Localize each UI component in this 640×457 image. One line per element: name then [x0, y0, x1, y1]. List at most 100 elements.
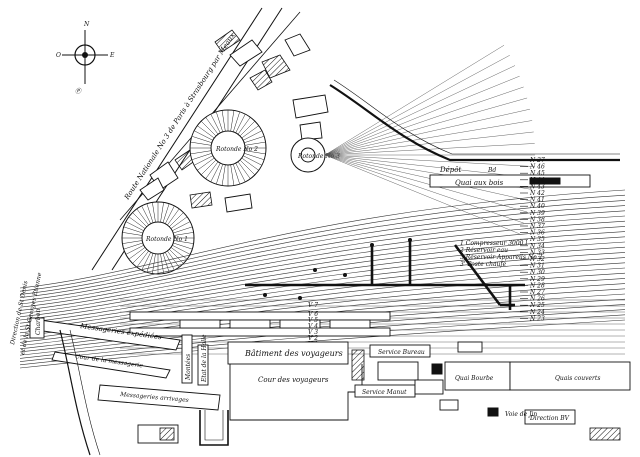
track-number-label: N 44	[529, 177, 545, 184]
rotonde-spoke	[167, 208, 180, 226]
rotonde-spoke	[191, 136, 212, 143]
track-number-label: N 27	[529, 157, 545, 164]
rotonde-spoke	[170, 216, 188, 229]
rotonde-spoke	[200, 159, 217, 176]
track-line	[19, 252, 626, 327]
fan-track	[324, 154, 528, 213]
track-line	[19, 210, 626, 302]
track-number-label: N 32	[529, 256, 545, 263]
rotonde-spoke	[243, 155, 262, 166]
rotonde-spoke	[194, 130, 213, 141]
fan-track	[324, 75, 520, 156]
compass-north: N	[83, 21, 90, 28]
track-number-label: N 29	[529, 276, 545, 283]
rotonde-spoke	[132, 249, 147, 264]
rotonde-spoke	[241, 157, 259, 171]
rotonde-spoke	[122, 232, 143, 236]
rotonde-spoke	[216, 164, 223, 185]
fan-track	[324, 154, 524, 224]
compass-rose: N O E Ⓟ	[56, 21, 115, 95]
equipment-legend: 1 Compresseur 3000 l 2 Réservoir eau 3 R…	[459, 240, 543, 268]
rotonde-spoke	[128, 216, 146, 229]
etat-halle-label: Etat de la Halle	[201, 334, 208, 383]
rotonde-spoke	[237, 161, 251, 179]
platform-v4: V 4	[308, 323, 318, 330]
track-number-label: N 37	[529, 223, 545, 230]
rotonde-spoke	[162, 203, 170, 223]
rotonde-spoke	[165, 252, 175, 271]
service-manut-label: Service Manut	[362, 389, 407, 396]
rotonde-spoke	[221, 110, 226, 132]
rotonde-2-label: Rotonde No 2	[215, 146, 258, 153]
compass-east: E	[109, 52, 115, 59]
track-number-label: N 33	[529, 249, 545, 256]
direction-bv-label: Direction BV	[529, 415, 570, 422]
rotonde-spoke	[136, 208, 149, 226]
rotonde-spoke	[125, 221, 144, 231]
track-number-label: N 38	[529, 216, 545, 223]
rotonde-spoke	[244, 153, 265, 160]
track-line	[19, 220, 626, 308]
track-number-label: N 31	[529, 263, 545, 270]
rotonde-spoke	[146, 253, 154, 273]
rotonde-spoke	[244, 136, 265, 143]
service-bureau-label: Service Bureau	[378, 349, 425, 356]
roadside-buildings	[139, 29, 329, 213]
rotonde-spoke	[239, 159, 256, 176]
track-number-column: N 27N 46N 45N 44N 43N 42N 41N 40N 39N 38…	[520, 157, 545, 322]
rotonde-spoke	[230, 164, 235, 186]
rotonde-spoke	[243, 130, 262, 141]
rotonde-spoke	[230, 110, 235, 132]
fan-track	[324, 97, 528, 156]
charbon-label: Charbon	[35, 309, 42, 335]
rotonde-spoke	[233, 164, 240, 185]
platform-v5: V 5	[308, 317, 318, 324]
track-line	[19, 231, 626, 314]
rotonde-spoke	[170, 247, 188, 260]
rotonde-spoke	[160, 253, 164, 274]
track-line	[19, 205, 626, 298]
track-number-label: N 34	[529, 243, 545, 250]
quais-couverts-label: Quais couverts	[555, 375, 600, 382]
voie-dejin-label: Voie de Jin	[505, 411, 537, 418]
rotonde-spoke	[235, 114, 246, 133]
depot-quai: Dépôt Quai aux bois Bd	[429, 166, 591, 188]
track-line	[19, 189, 626, 289]
rotonde-spoke	[152, 253, 156, 274]
rotonde-1: Rotonde No 1	[121, 201, 195, 275]
rotonde-spoke	[216, 111, 223, 132]
track-line	[19, 246, 626, 324]
rotonde-spoke	[173, 242, 193, 250]
rotonde-spoke	[197, 157, 215, 171]
rotonde-spoke	[233, 111, 240, 132]
rotonde-spoke	[123, 242, 143, 250]
track-number-label: N 41	[529, 197, 545, 204]
rotonde-spoke	[190, 141, 212, 146]
depot-boundary-wall	[329, 79, 620, 162]
fan-track	[324, 154, 530, 202]
fan-track	[324, 108, 530, 156]
rotonde-spoke	[221, 164, 226, 186]
fan-track	[324, 65, 516, 156]
rotonde-spoke	[122, 240, 143, 244]
rotonde-1-label: Rotonde No 1	[145, 236, 188, 243]
bd-label: Bd	[487, 167, 496, 174]
track-number-label: N 23	[529, 315, 545, 322]
fan-track	[324, 143, 535, 156]
depot-label: Dépôt	[439, 166, 461, 174]
rotonde-spoke	[237, 117, 251, 135]
compass-west: O	[56, 52, 61, 59]
rotonde-spoke	[172, 221, 191, 231]
platform-v3: V 3	[308, 329, 318, 336]
track-line	[19, 194, 626, 292]
rotonde-spoke	[132, 212, 147, 227]
left-edge-shoreline	[59, 329, 101, 456]
track-number-label: N 45	[529, 170, 545, 177]
track-number-label: N 24	[529, 309, 545, 316]
track-number-label: N 39	[529, 210, 545, 217]
rotonde-spoke	[136, 250, 149, 268]
rotonde-spoke	[125, 245, 144, 255]
track-number-label: N 42	[529, 190, 545, 197]
rotonde-spoke	[123, 226, 143, 234]
rotonde-spoke	[197, 125, 215, 139]
